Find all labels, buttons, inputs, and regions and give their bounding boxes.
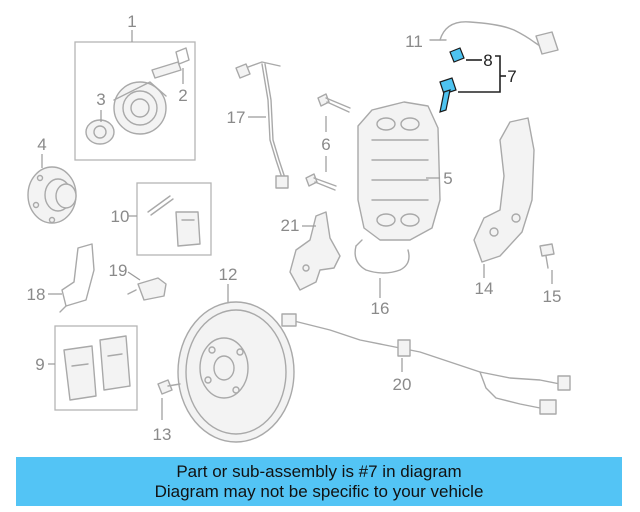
callout-9: 9: [35, 355, 44, 374]
part-11-wear-sensor[interactable]: [429, 21, 559, 55]
callout-8: 8: [483, 51, 492, 70]
callout-7: 7: [507, 67, 516, 86]
callout-1: 1: [127, 12, 136, 31]
part-1-box: [74, 41, 196, 161]
part-18-sensor-bracket[interactable]: [59, 243, 95, 313]
part-1-hub-bearing-assembly[interactable]: [74, 30, 196, 161]
callout-21: 21: [281, 216, 300, 235]
part-12-brake-rotor[interactable]: [177, 301, 295, 443]
callout-19: 19: [109, 261, 128, 280]
callout-14: 14: [475, 279, 494, 298]
callout-17: 17: [227, 108, 246, 127]
banner-line-2: Diagram may not be specific to your vehi…: [154, 481, 484, 501]
banner-line-1: Part or sub-assembly is #7 in diagram: [176, 461, 462, 481]
part-9-brake-pads[interactable]: [54, 325, 138, 411]
part-10-pad-hardware-kit[interactable]: [136, 182, 212, 256]
callout-20: 20: [393, 375, 412, 394]
callout-12: 12: [219, 265, 238, 284]
part-14-splash-shield[interactable]: [473, 117, 535, 263]
parts-diagram: 1 2 3 4 10 17 6: [27, 12, 571, 444]
callout-5: 5: [443, 169, 452, 188]
part-8-bolt-head: [449, 47, 465, 63]
callout-3: 3: [96, 90, 105, 109]
part-5-brake-caliper[interactable]: [357, 101, 441, 241]
part-19-speed-sensor[interactable]: [127, 277, 167, 301]
part-16-anti-rattle-spring[interactable]: [354, 239, 410, 274]
part-17-brake-hose[interactable]: [235, 61, 289, 189]
callout-15: 15: [543, 287, 562, 306]
part-21-bracket[interactable]: [289, 211, 341, 291]
part-15-shield-bolt[interactable]: [539, 243, 555, 269]
part-7-caliper-bolt-set[interactable]: [439, 47, 465, 113]
callout-16: 16: [371, 299, 390, 318]
callout-10: 10: [111, 207, 130, 226]
part-7-bolt-head: [439, 77, 457, 95]
callout-4: 4: [37, 135, 46, 154]
info-banner: Part or sub-assembly is #7 in diagram Di…: [16, 457, 622, 506]
part-7-bolt-shank: [439, 89, 451, 113]
part-10-box: [136, 182, 212, 256]
part-9-box: [54, 325, 138, 411]
part-20-sensor-harness[interactable]: [281, 313, 571, 415]
callout-11: 11: [405, 32, 423, 51]
callout-18: 18: [27, 285, 46, 304]
part-6-caliper-bolt[interactable]: [305, 93, 351, 191]
part-13-rotor-screw[interactable]: [157, 379, 181, 395]
part-4-wheel-hub[interactable]: [27, 166, 77, 224]
callout-13: 13: [153, 425, 172, 444]
callout-6: 6: [321, 135, 330, 154]
callout-2: 2: [178, 86, 187, 105]
